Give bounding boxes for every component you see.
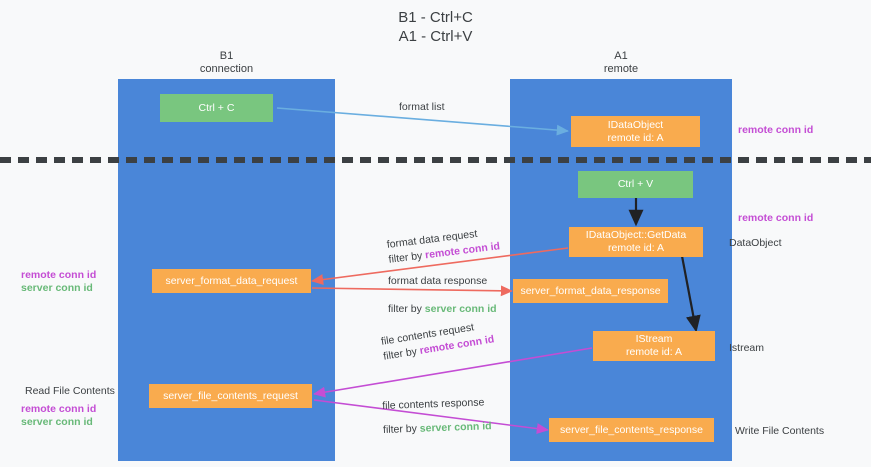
annotation-right-dataobject: DataObject	[729, 237, 782, 249]
box-istream[interactable]: IStream remote id: A	[593, 331, 715, 361]
lane-header-a1: A1 remote	[510, 50, 732, 76]
annotation-right-remote-conn-id-top: remote conn id	[738, 124, 814, 136]
box-server-file-contents-response[interactable]: server_file_contents_response	[549, 418, 714, 442]
page-title: B1 - Ctrl+C A1 - Ctrl+V	[0, 8, 871, 46]
annotation-left-remote-conn-id: remote conn id	[21, 269, 97, 281]
annotation-right-istream: Istream	[729, 342, 765, 354]
annotation-left-read-file-contents: Read File Contents	[25, 385, 115, 397]
box-idataobject-getdata-line2: remote id: A	[607, 242, 665, 254]
lane-header-b1: B1 connection	[118, 50, 335, 76]
section-separator	[0, 157, 871, 163]
lane-header-b1-name: B1	[219, 50, 234, 62]
box-idataobject-line1: IDataObject	[607, 118, 664, 131]
filter-prefix: filter by	[388, 303, 425, 315]
box-server-format-data-request[interactable]: server_format_data_request	[152, 269, 311, 293]
box-server-file-contents-request[interactable]: server_file_contents_request	[149, 384, 312, 408]
box-server-format-data-response-label: server_format_data_response	[520, 284, 661, 297]
box-server-file-contents-request-label: server_file_contents_request	[163, 389, 298, 402]
box-istream-line1: IStream	[635, 333, 673, 345]
box-idataobject-getdata[interactable]: IDataObject::GetData remote id: A	[569, 227, 703, 257]
box-server-file-contents-response-label: server_file_contents_response	[559, 423, 703, 436]
annotation-left-server-conn-id: server conn id	[21, 282, 93, 294]
box-ctrl-v[interactable]: Ctrl + V	[578, 171, 693, 198]
box-istream-line2: remote id: A	[625, 346, 683, 358]
filter-prefix: filter by	[387, 249, 426, 266]
lane-header-a1-role: remote	[603, 63, 639, 75]
annotation-right-remote-conn-id-mid: remote conn id	[738, 212, 814, 224]
annotation-right-write-file-contents: Write File Contents	[735, 425, 825, 437]
filter-key-server-conn-id: server conn id	[424, 303, 497, 315]
edge-label-file-contents-response: file contents response filter by server …	[382, 395, 492, 438]
box-server-format-data-request-label: server_format_data_request	[165, 274, 298, 287]
title-line-2: A1 - Ctrl+V	[398, 28, 473, 45]
box-idataobject-getdata-line1: IDataObject::GetData	[585, 229, 687, 241]
filter-key-server-conn-id: server conn id	[419, 420, 492, 435]
annotation-left-remote-conn-id-2: remote conn id	[21, 403, 97, 415]
box-server-format-data-response[interactable]: server_format_data_response	[513, 279, 668, 303]
title-line-1: B1 - Ctrl+C	[398, 9, 473, 26]
box-ctrl-c[interactable]: Ctrl + C	[160, 94, 273, 122]
edge-label-format-data-response-main: format data response	[388, 275, 488, 287]
edge-label-format-list: format list	[399, 101, 445, 113]
edge-label-format-data-response: format data response filter by server co…	[388, 274, 497, 317]
box-ctrl-c-line1: Ctrl + C	[198, 101, 235, 114]
box-idataobject[interactable]: IDataObject remote id: A	[571, 116, 700, 147]
lane-header-a1-name: A1	[614, 50, 628, 62]
lane-header-b1-role: connection	[199, 63, 254, 75]
filter-prefix: filter by	[382, 422, 421, 436]
box-ctrl-v-line1: Ctrl + V	[617, 178, 654, 190]
edge-label-format-data-response-filter: filter by server conn id	[388, 302, 497, 317]
edge-label-file-contents-response-main: file contents response	[382, 396, 485, 412]
annotation-left-server-conn-id-2: server conn id	[21, 416, 93, 428]
box-idataobject-line2: remote id: A	[607, 131, 664, 144]
